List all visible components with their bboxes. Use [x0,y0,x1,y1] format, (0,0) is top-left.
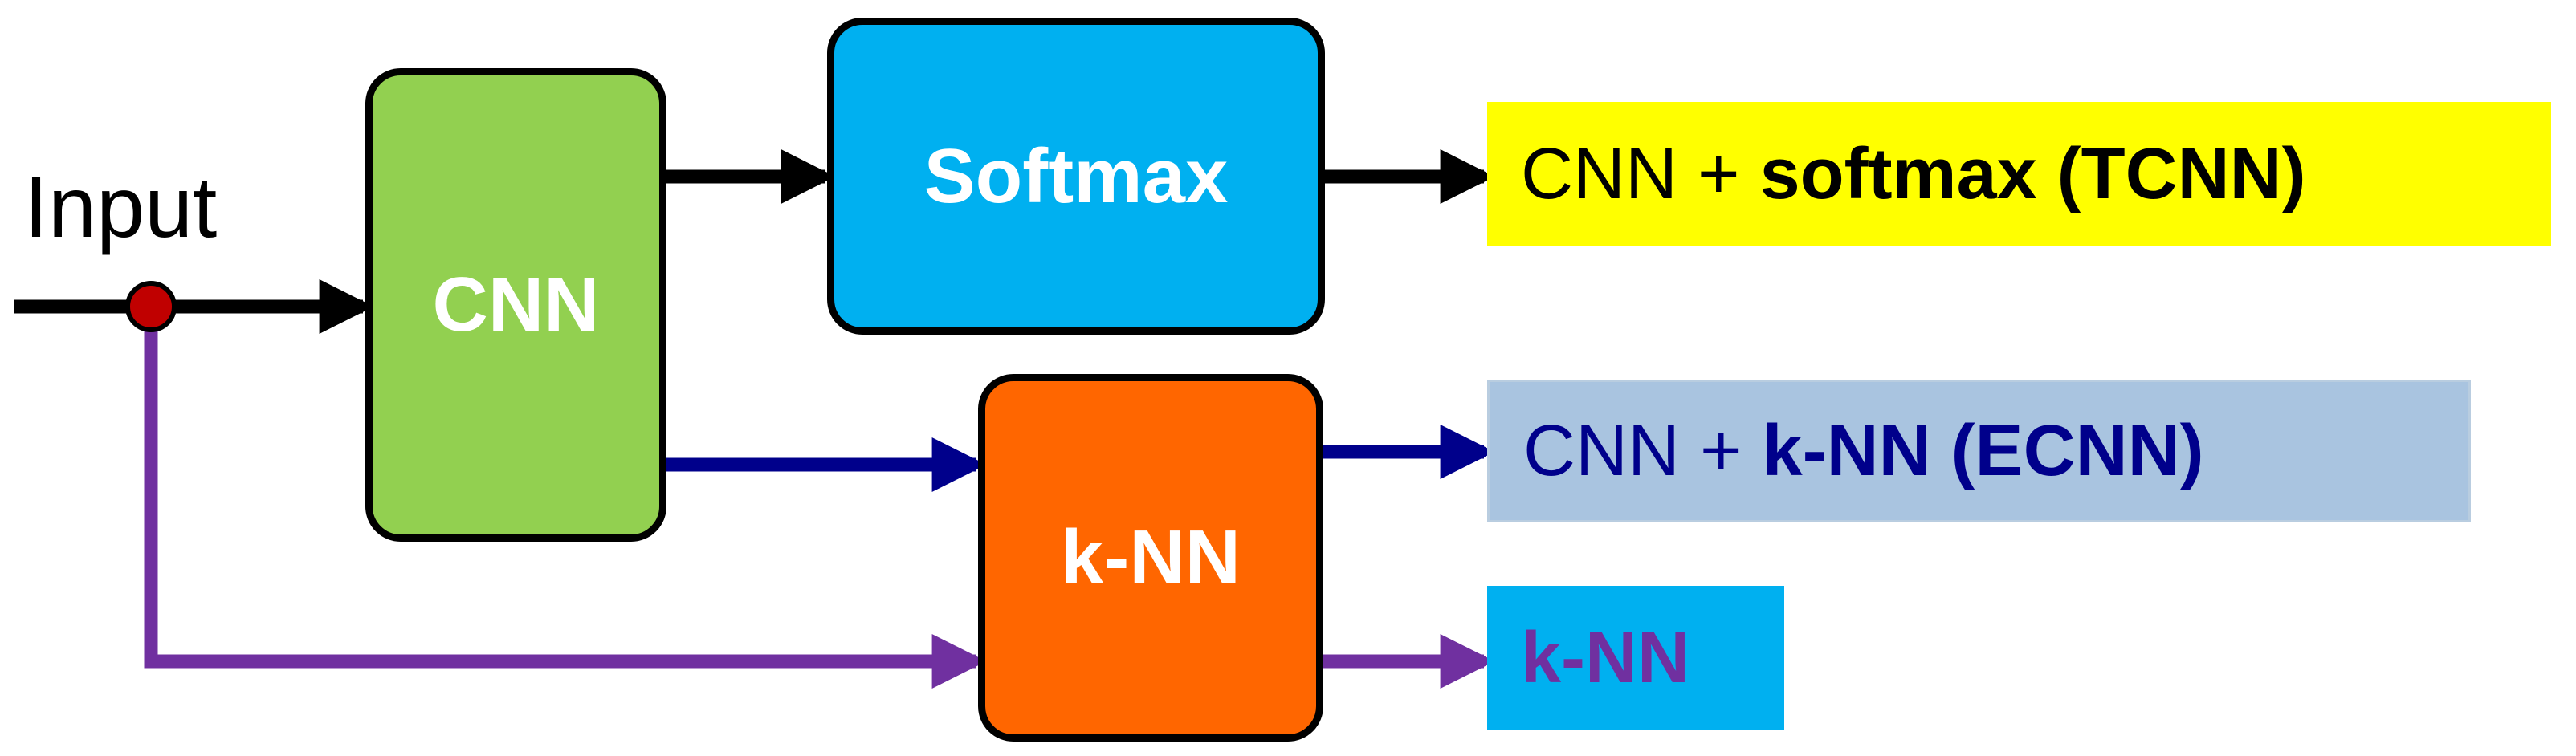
cnn-block: CNN [365,68,666,542]
knn-block-label: k-NN [1060,514,1241,600]
knn-block: k-NN [978,374,1323,742]
output-ecnn-bold: k-NN (ECNN) [1762,410,2204,491]
output-tcnn-bold: softmax (TCNN) [1759,133,2306,214]
output-ecnn-prefix: CNN + [1523,410,1763,491]
softmax-block-label: Softmax [923,132,1229,219]
output-ecnn: CNN + k-NN (ECNN) [1487,380,2471,522]
softmax-block: Softmax [827,18,1325,335]
output-knn-bold: k-NN [1521,617,1690,698]
input-label: Input [24,158,218,255]
input-bypass-to-knn-arrow [144,307,987,689]
output-tcnn: CNN + softmax (TCNN) [1487,102,2551,246]
output-knn: k-NN [1487,586,1784,730]
output-tcnn-prefix: CNN + [1521,133,1760,214]
input-junction-dot [125,281,177,332]
cnn-block-label: CNN [432,262,600,348]
